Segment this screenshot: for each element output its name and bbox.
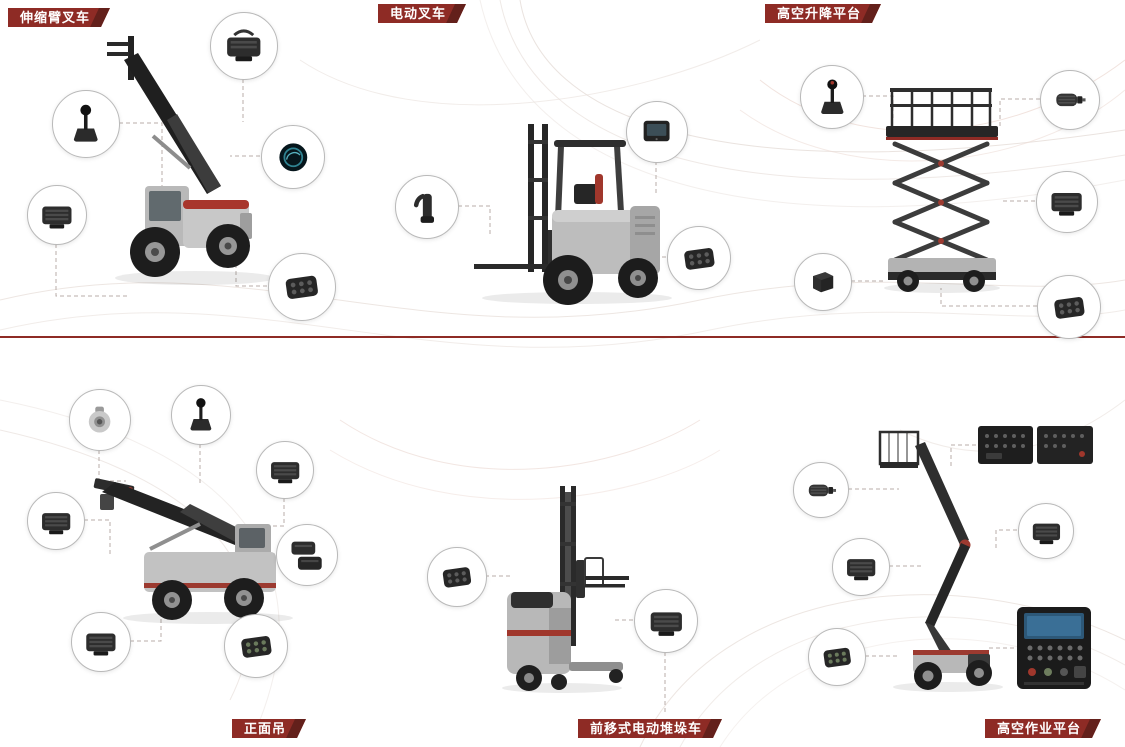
component-callout: [667, 226, 731, 290]
component-callout: [1040, 70, 1100, 130]
scissor-lift-illustration: [878, 82, 1006, 294]
component-callout: [1018, 503, 1074, 559]
section-title-label: 高空升降平台: [777, 6, 862, 21]
controller-unit-icon: [650, 612, 682, 636]
telescopic-handler-illustration: [35, 28, 270, 293]
section-title-telescopic-forklift: 伸缩臂叉车: [8, 8, 110, 27]
component-callout: [1016, 606, 1092, 690]
controller-unit-icon: [42, 206, 72, 229]
component-callout: [261, 125, 325, 189]
joystick-icon: [190, 398, 212, 431]
controller-unit-icon: [41, 512, 71, 535]
section-divider: [0, 336, 1125, 338]
component-callout: [808, 628, 866, 686]
component-callout: [52, 90, 120, 158]
component-callout: [1037, 275, 1101, 339]
component-callout: [978, 423, 1093, 467]
lever-unit-icon: [413, 193, 434, 223]
component-callout: [171, 385, 231, 445]
control-station-icon: [1017, 607, 1091, 689]
component-callout: [71, 612, 131, 672]
controller-unit-icon: [86, 633, 116, 656]
component-callout: [268, 253, 336, 321]
controller-unit-icon: [270, 461, 300, 484]
component-callout: [800, 65, 864, 129]
section-title-label: 正面吊: [244, 721, 287, 736]
component-callout: [276, 524, 338, 586]
keypad-icon: [285, 276, 319, 300]
drive-motor-icon: [808, 484, 836, 496]
section-title-label: 伸缩臂叉车: [20, 10, 91, 25]
section-title-aerial-work-platform: 高空作业平台: [985, 719, 1101, 738]
component-callout: [69, 389, 131, 451]
keypad-icon: [683, 247, 715, 270]
keypad-icon: [240, 635, 272, 658]
controller-unit-icon: [1051, 193, 1083, 217]
component-callout: [256, 441, 314, 499]
electric-forklift-illustration: [462, 112, 672, 307]
section-title-aerial-lift-platform: 高空升降平台: [765, 4, 881, 23]
component-callout: [793, 462, 849, 518]
component-callout: [634, 589, 698, 653]
section-title-electric-forklift: 电动叉车: [378, 4, 466, 23]
component-callout: [626, 101, 688, 163]
section-title-label: 高空作业平台: [997, 721, 1082, 736]
control-panel-pair-icon: [978, 426, 1093, 464]
section-title-reach-truck: 前移式电动堆垛车: [578, 719, 722, 738]
round-display-icon: [279, 143, 307, 171]
controller-unit-icon: [846, 558, 876, 581]
slip-ring-icon: [89, 407, 111, 433]
cable-controller-icon: [227, 29, 261, 62]
component-callout: [210, 12, 278, 80]
joystick-icon: [820, 79, 844, 114]
controller-unit-icon: [1032, 523, 1060, 544]
section-title-label: 电动叉车: [390, 6, 447, 21]
component-callout: [794, 253, 852, 311]
component-callout: [27, 185, 87, 245]
component-callout: [395, 175, 459, 239]
keypad-icon: [1053, 296, 1085, 319]
component-callout: [27, 492, 85, 550]
keypad-icon: [442, 567, 472, 588]
section-title-label: 前移式电动堆垛车: [590, 721, 703, 736]
component-callout: [427, 547, 487, 607]
drive-motor-icon: [1056, 93, 1086, 107]
keypad-icon: [823, 647, 851, 668]
section-title-reach-stacker: 正面吊: [232, 719, 306, 738]
controller-stack-icon: [291, 542, 323, 571]
component-callout: [1036, 171, 1098, 233]
reach-truck-illustration: [497, 480, 632, 695]
joystick-icon: [74, 104, 98, 142]
display-unit-icon: [644, 121, 670, 142]
component-callout: [224, 614, 288, 678]
boom-lift-illustration: [868, 424, 1003, 694]
contactor-box-icon: [812, 271, 834, 293]
component-callout: [832, 538, 890, 596]
